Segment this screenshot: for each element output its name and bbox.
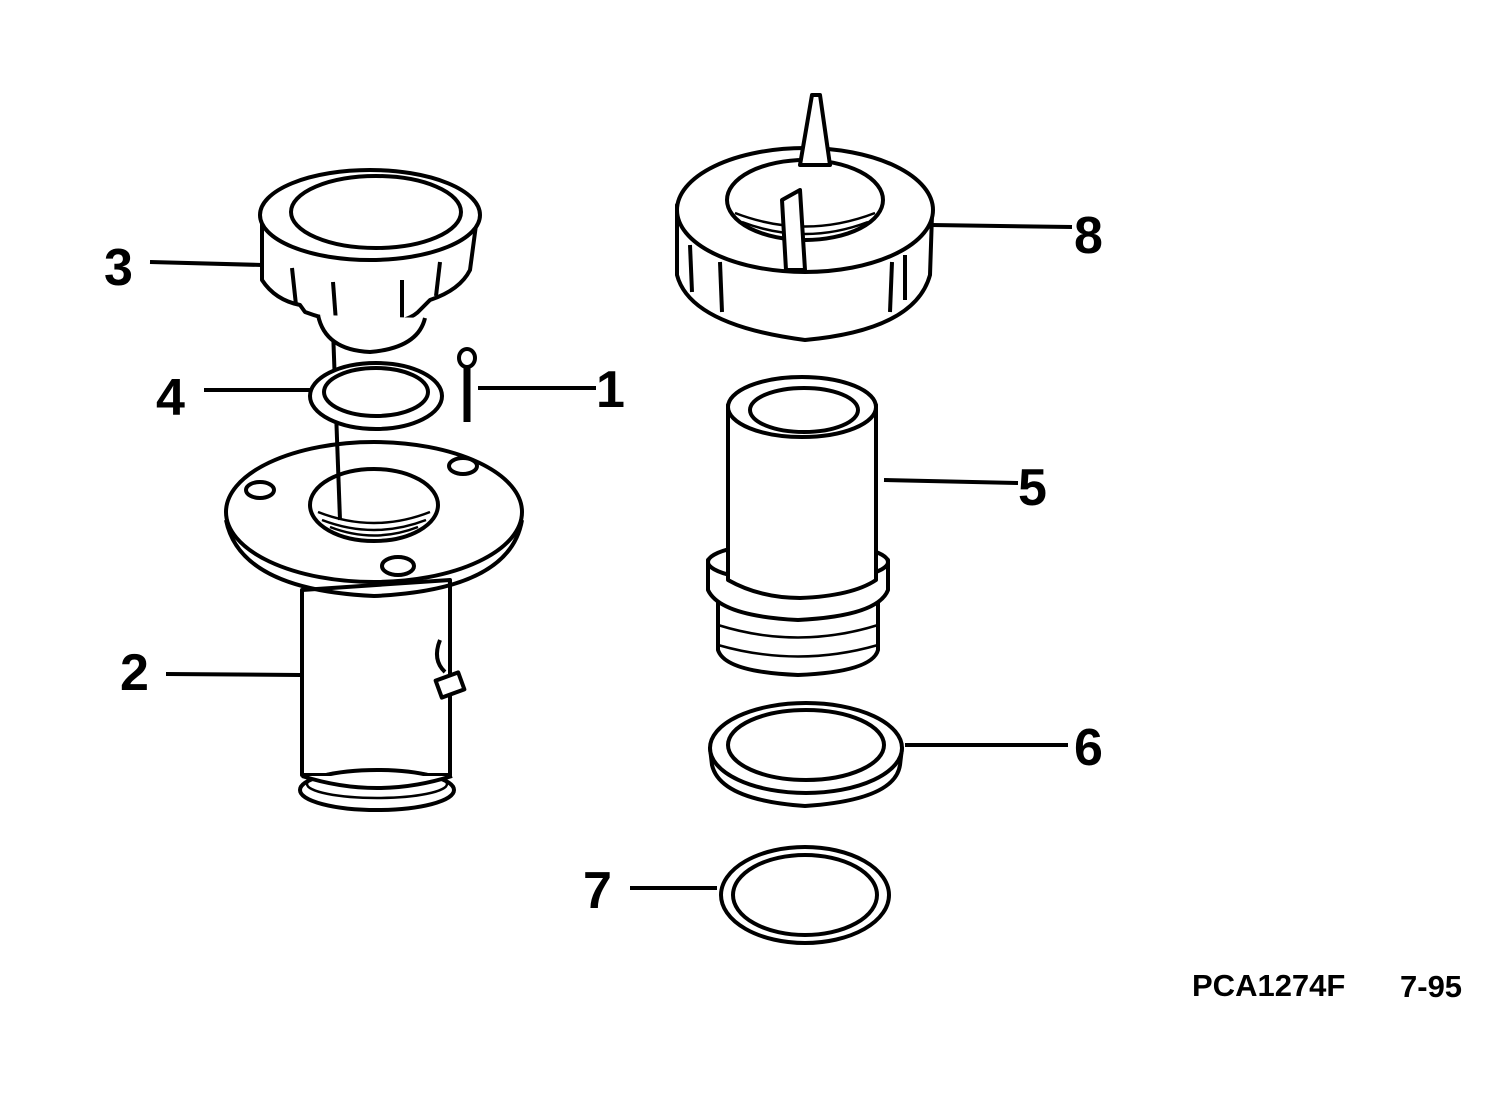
callout-1: 1 xyxy=(596,361,625,419)
callout-2: 2 xyxy=(120,644,149,702)
callout-8: 8 xyxy=(1074,207,1103,265)
leader-lines xyxy=(149,223,1073,890)
callout-6: 6 xyxy=(1074,719,1103,777)
part-8-nut xyxy=(675,93,935,342)
drawing-code: PCA1274F xyxy=(1192,968,1345,1003)
part-4-gasket xyxy=(308,361,444,431)
callout-5: 5 xyxy=(1018,459,1047,517)
drawing-date: 7-95 xyxy=(1400,969,1462,1004)
part-7-o-ring xyxy=(719,845,891,945)
part-5-adapter xyxy=(706,375,890,677)
callout-4: 4 xyxy=(156,369,185,427)
part-2-filler-neck xyxy=(224,440,524,812)
callout-3: 3 xyxy=(104,239,133,297)
retainer-cable xyxy=(331,329,342,521)
part-6-washer xyxy=(708,701,904,808)
callout-7: 7 xyxy=(583,862,612,920)
part-3-fill-cap xyxy=(258,168,482,354)
part-1-pin xyxy=(457,347,477,422)
